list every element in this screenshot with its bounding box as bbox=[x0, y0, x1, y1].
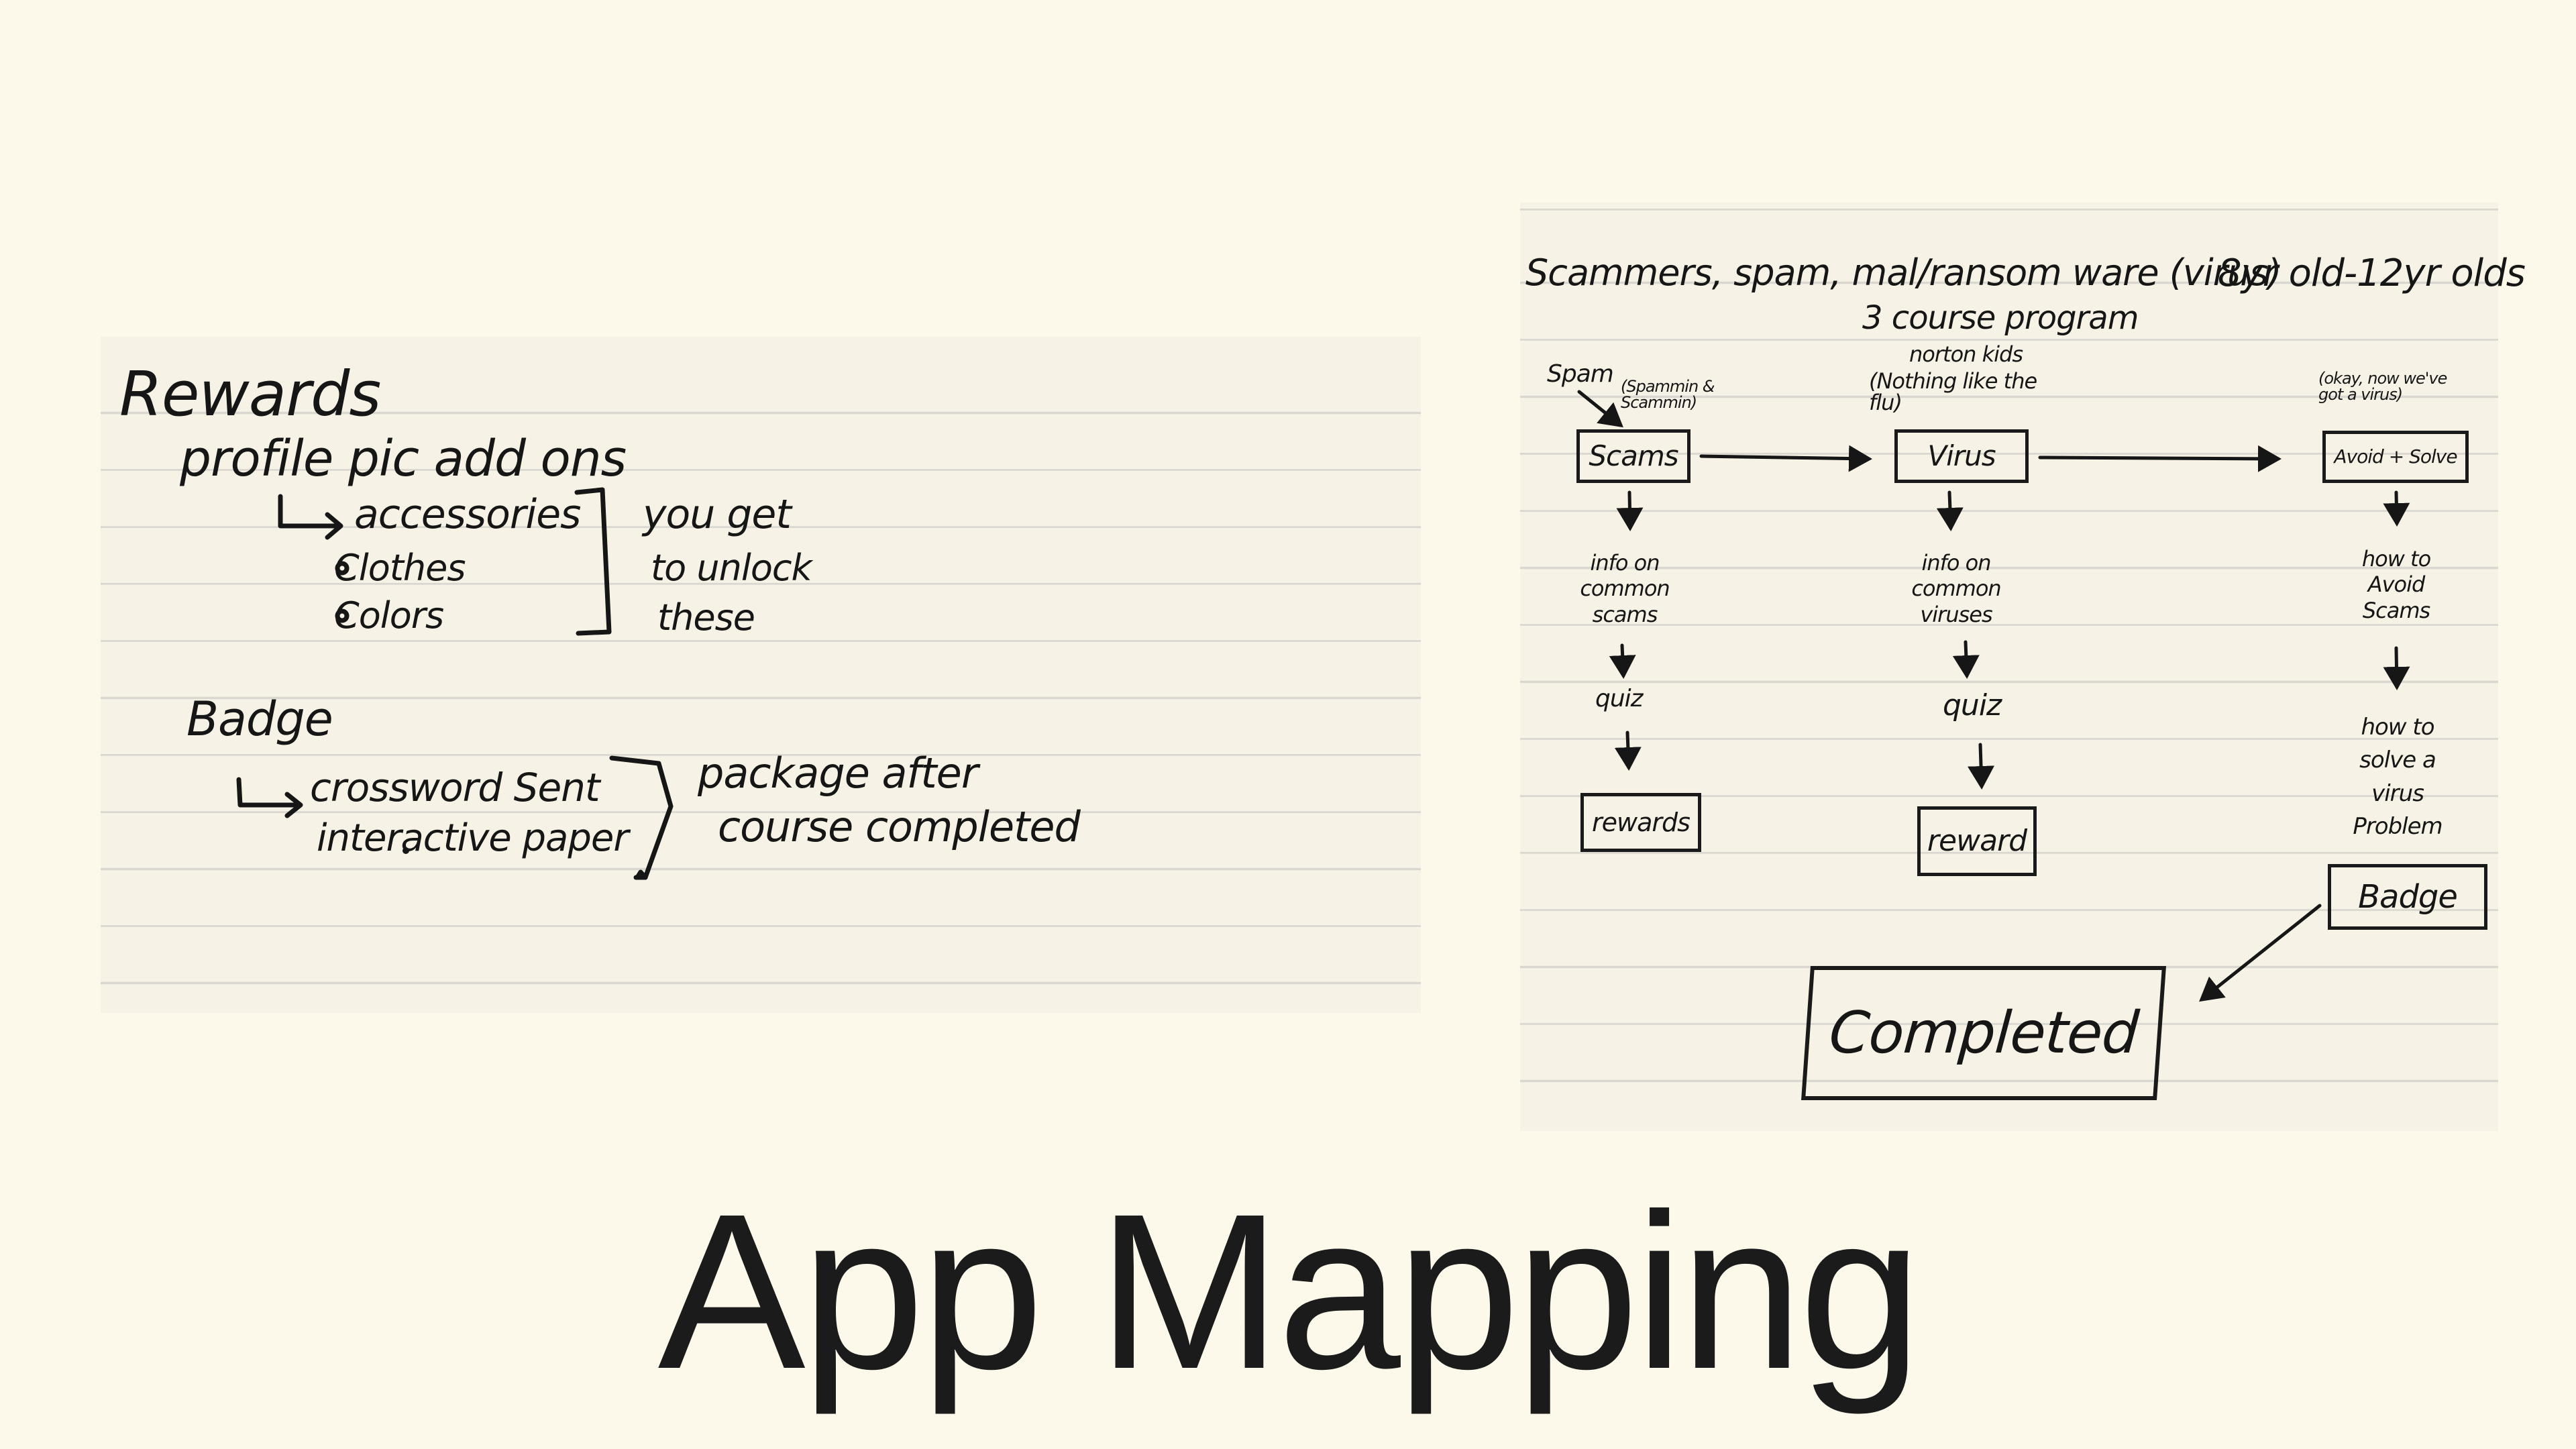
spam-label: Spam bbox=[1547, 360, 1614, 388]
virus-note: (Nothing like the flu) bbox=[1869, 368, 2037, 415]
rewards-note-card: Rewards profile pic add ons accessories … bbox=[101, 337, 1421, 1013]
bracket-icon bbox=[609, 755, 674, 880]
page-title: App Mapping bbox=[657, 1167, 1923, 1415]
step-text: quiz bbox=[1943, 688, 2002, 722]
step-text: info on common scams bbox=[1580, 550, 1670, 627]
step-text: quiz bbox=[1595, 685, 1644, 712]
arrow-icon bbox=[1936, 490, 1964, 531]
avoid-solve-box: Avoid + Solve bbox=[2322, 431, 2469, 483]
step-text: info on common viruses bbox=[1911, 550, 2001, 627]
unlock-note-line: you get bbox=[643, 491, 792, 538]
spam-note: (Spammin & Scammin) bbox=[1621, 377, 1715, 412]
badge-heading: Badge bbox=[186, 692, 333, 747]
topic-line: Scammers, spam, mal/ransom ware (virus) bbox=[1525, 252, 2282, 294]
list-item: crossword Sent bbox=[310, 765, 600, 810]
list-item: accessories bbox=[354, 491, 581, 538]
arrow-icon bbox=[1616, 490, 1644, 531]
arrow-icon bbox=[1952, 640, 1980, 679]
audience-note: 8yr old-12yr olds bbox=[2218, 252, 2526, 295]
package-note-line: course completed bbox=[718, 802, 1081, 851]
arrow-icon bbox=[2383, 490, 2410, 527]
corner-arrow-icon bbox=[236, 777, 301, 808]
flow-arrows bbox=[1577, 390, 2410, 1002]
left-note-strokes bbox=[236, 487, 674, 880]
arrow-icon bbox=[2038, 445, 2282, 472]
reward-box: reward bbox=[1917, 806, 2037, 876]
unlock-note-line: these bbox=[657, 596, 755, 639]
brand-note: norton kids bbox=[1909, 341, 2023, 367]
list-item: interactive paper bbox=[317, 816, 629, 860]
list-item: Clothes bbox=[334, 547, 466, 589]
program-note: 3 course program bbox=[1862, 299, 2139, 337]
virus-box: Virus bbox=[1894, 429, 2029, 483]
okay-note: (okay, now we've got a virus) bbox=[2318, 369, 2447, 404]
rewards-heading: Rewards bbox=[119, 358, 381, 430]
bracket-icon bbox=[574, 487, 612, 636]
step-text: how to solve a virus Problem bbox=[2353, 714, 2443, 840]
arrow-icon bbox=[1614, 731, 1642, 771]
profile-pic-addons-label: profile pic add ons bbox=[180, 430, 627, 488]
arrow-icon bbox=[1968, 743, 1995, 790]
arrow-icon bbox=[1577, 390, 1623, 428]
badge-box: Badge bbox=[2328, 864, 2487, 930]
rewards-box: rewards bbox=[1580, 793, 1701, 852]
list-item: Colors bbox=[334, 594, 444, 637]
arrow-icon bbox=[2383, 646, 2410, 690]
bullet-icon bbox=[335, 608, 350, 623]
unlock-note-line: to unlock bbox=[651, 547, 812, 589]
corner-arrow-icon bbox=[278, 494, 341, 529]
step-text: how to Avoid Scams bbox=[2361, 546, 2431, 623]
arrow-icon bbox=[2199, 904, 2322, 1002]
scams-box: Scams bbox=[1576, 429, 1690, 483]
package-note-line: package after bbox=[698, 749, 978, 798]
arrow-icon bbox=[1609, 643, 1636, 679]
arrow-icon bbox=[1699, 445, 1872, 472]
bullet-icon bbox=[335, 561, 350, 576]
flow-note-card: Scammers, spam, mal/ransom ware (virus) … bbox=[1520, 203, 2526, 1131]
